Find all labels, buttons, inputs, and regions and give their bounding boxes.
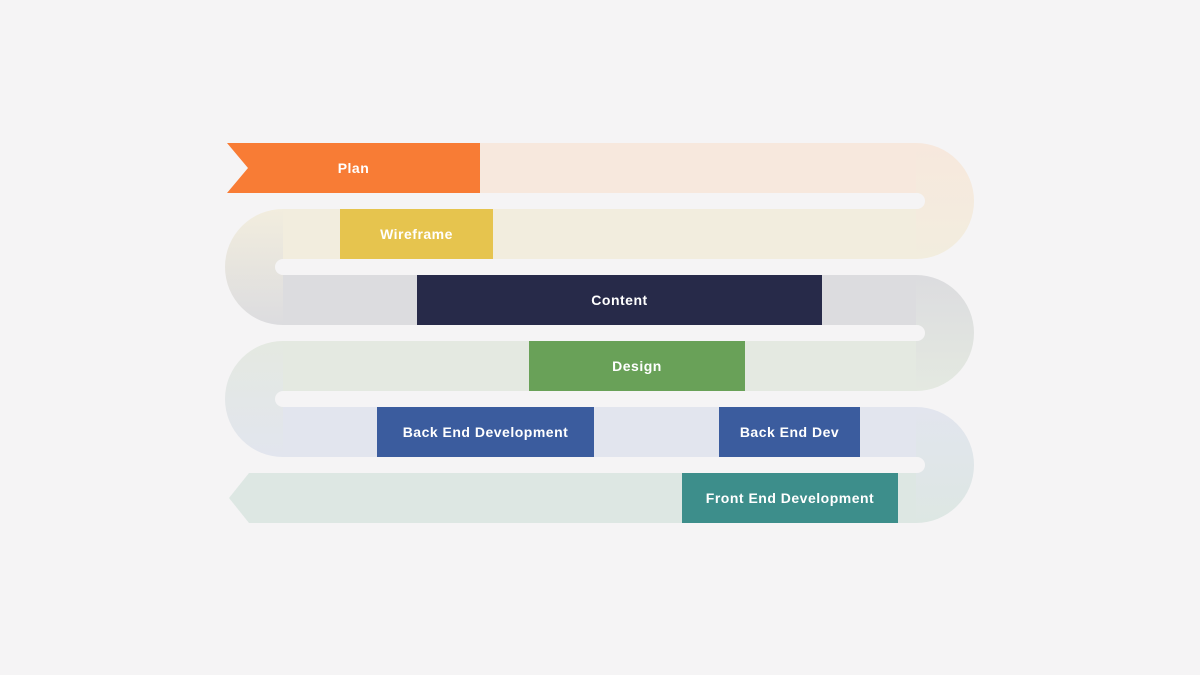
stage-backend-short-label: Back End Dev bbox=[739, 424, 840, 440]
stage-design-label: Design bbox=[612, 358, 662, 374]
turn-gap-5 bbox=[910, 457, 925, 473]
turn-gap-1 bbox=[910, 193, 925, 209]
stage-frontend-bar: Front End Development bbox=[682, 473, 898, 523]
stage-backend-short-bar: Back End Dev bbox=[719, 407, 860, 457]
stage-backend-bar: Back End Development bbox=[377, 407, 594, 457]
stage-content-label: Content bbox=[591, 292, 648, 308]
turn-gap-2 bbox=[275, 259, 290, 275]
stage-wireframe-bar: Wireframe bbox=[340, 209, 493, 259]
stage-design-bar: Design bbox=[529, 341, 745, 391]
turn-gap-4 bbox=[275, 391, 290, 407]
stage-frontend-label: Front End Development bbox=[705, 490, 875, 506]
stage-wireframe-label: Wireframe bbox=[380, 226, 453, 242]
stage-backend-label: Back End Development bbox=[402, 424, 569, 440]
stage-plan-label: Plan bbox=[337, 160, 370, 176]
trail-plan bbox=[480, 143, 916, 193]
stage-plan-bar: Plan bbox=[227, 143, 480, 193]
turn-gap-3 bbox=[910, 325, 925, 341]
stage-content-bar: Content bbox=[417, 275, 822, 325]
